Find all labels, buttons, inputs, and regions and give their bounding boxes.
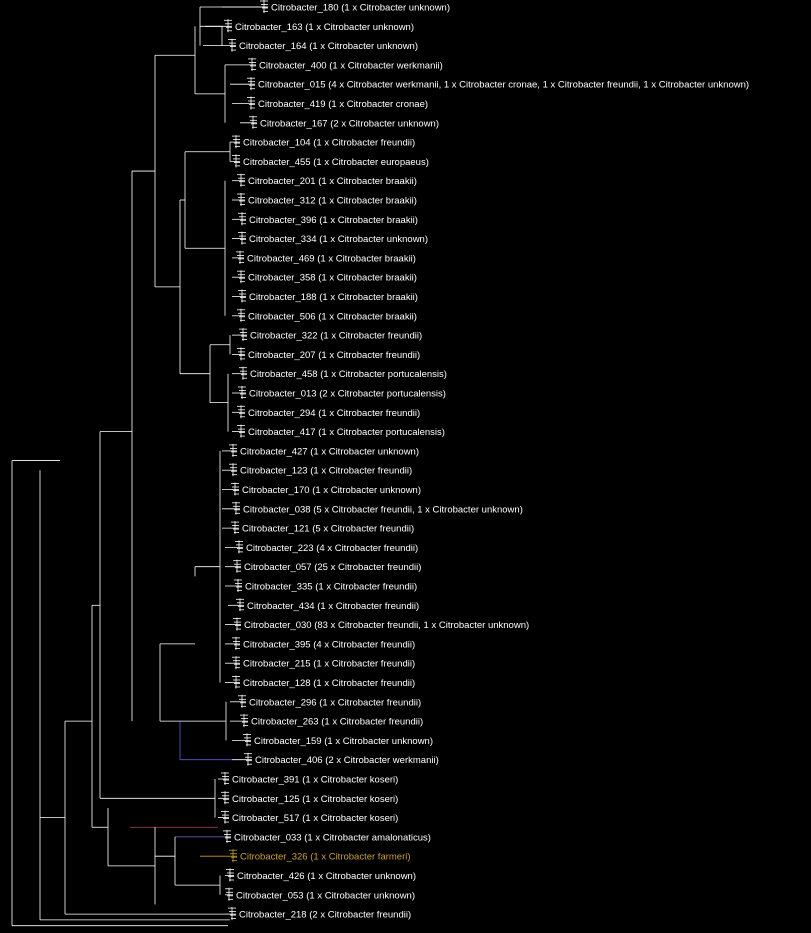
tree-branches [11,0,268,927]
leaf-label: Citrobacter_326 (1 x Citrobacter farmeri… [240,852,411,863]
leaf-label: Citrobacter_121 (5 x Citrobacter freundi… [242,524,414,535]
leaf-label: Citrobacter_128 (1 x Citrobacter freundi… [243,678,415,689]
leaf-label: Citrobacter_215 (1 x Citrobacter freundi… [243,659,415,670]
leaf-label: Citrobacter_406 (2 x Citrobacter werkman… [255,755,439,766]
leaf-label: Citrobacter_396 (1 x Citrobacter braakii… [249,215,418,226]
leaf-label: Citrobacter_170 (1 x Citrobacter unknown… [242,485,421,496]
leaf-label: Citrobacter_358 (1 x Citrobacter braakii… [248,273,417,284]
leaf-label: Citrobacter_163 (1 x Citrobacter unknown… [235,22,414,33]
leaf-label: Citrobacter_312 (1 x Citrobacter braakii… [248,196,417,207]
leaf-label: Citrobacter_015 (4 x Citrobacter werkman… [258,80,749,91]
leaf-label: Citrobacter_395 (4 x Citrobacter freundi… [243,639,415,650]
leaf-label: Citrobacter_458 (1 x Citrobacter portuca… [250,369,447,380]
leaf-label: Citrobacter_125 (1 x Citrobacter koseri) [232,794,398,805]
leaf-label: Citrobacter_159 (1 x Citrobacter unknown… [254,736,433,747]
leaf-label: Citrobacter_322 (1 x Citrobacter freundi… [250,331,422,342]
leaf-label: Citrobacter_030 (83 x Citrobacter freund… [244,620,529,631]
leaf-label: Citrobacter_455 (1 x Citrobacter europae… [243,157,429,168]
leaf-label: Citrobacter_417 (1 x Citrobacter portuca… [248,427,445,438]
leaf-label: Citrobacter_201 (1 x Citrobacter braakii… [248,176,417,187]
leaf-label: Citrobacter_123 (1 x Citrobacter freundi… [240,466,412,477]
leaf-label: Citrobacter_517 (1 x Citrobacter koseri) [232,813,398,824]
leaf-labels: Citrobacter_180 (1 x Citrobacter unknown… [232,3,749,921]
leaf-label: Citrobacter_263 (1 x Citrobacter freundi… [251,717,423,728]
leaf-label: Citrobacter_427 (1 x Citrobacter unknown… [240,446,419,457]
leaf-label: Citrobacter_033 (1 x Citrobacter amalona… [234,832,431,843]
leaf-label: Citrobacter_426 (1 x Citrobacter unknown… [237,871,416,882]
leaf-label: Citrobacter_296 (1 x Citrobacter freundi… [249,697,421,708]
leaf-label: Citrobacter_207 (1 x Citrobacter freundi… [248,350,420,361]
leaf-label: Citrobacter_223 (4 x Citrobacter freundi… [246,543,418,554]
leaf-label: Citrobacter_164 (1 x Citrobacter unknown… [239,41,418,52]
leaf-label: Citrobacter_013 (2 x Citrobacter portuca… [249,389,446,400]
leaf-label: Citrobacter_419 (1 x Citrobacter cronae) [258,99,428,110]
leaf-label: Citrobacter_167 (2 x Citrobacter unknown… [260,118,439,129]
leaf-label: Citrobacter_335 (1 x Citrobacter freundi… [245,582,417,593]
leaf-label: Citrobacter_218 (2 x Citrobacter freundi… [239,910,411,921]
leaf-label: Citrobacter_038 (5 x Citrobacter freundi… [243,504,523,515]
leaf-label: Citrobacter_104 (1 x Citrobacter freundi… [243,138,415,149]
leaf-label: Citrobacter_400 (1 x Citrobacter werkman… [259,60,443,71]
leaf-label: Citrobacter_434 (1 x Citrobacter freundi… [247,601,419,612]
leaf-label: Citrobacter_053 (1 x Citrobacter unknown… [236,890,415,901]
leaf-label: Citrobacter_180 (1 x Citrobacter unknown… [271,3,450,14]
leaf-label: Citrobacter_391 (1 x Citrobacter koseri) [232,775,398,786]
leaf-label: Citrobacter_506 (1 x Citrobacter braakii… [248,311,417,322]
leaf-label: Citrobacter_057 (25 x Citrobacter freund… [244,562,421,573]
leaf-label: Citrobacter_469 (1 x Citrobacter braakii… [247,253,416,264]
leaf-label: Citrobacter_294 (1 x Citrobacter freundi… [248,408,420,419]
leaf-label: Citrobacter_188 (1 x Citrobacter braakii… [249,292,418,303]
leaf-label: Citrobacter_334 (1 x Citrobacter unknown… [249,234,428,245]
